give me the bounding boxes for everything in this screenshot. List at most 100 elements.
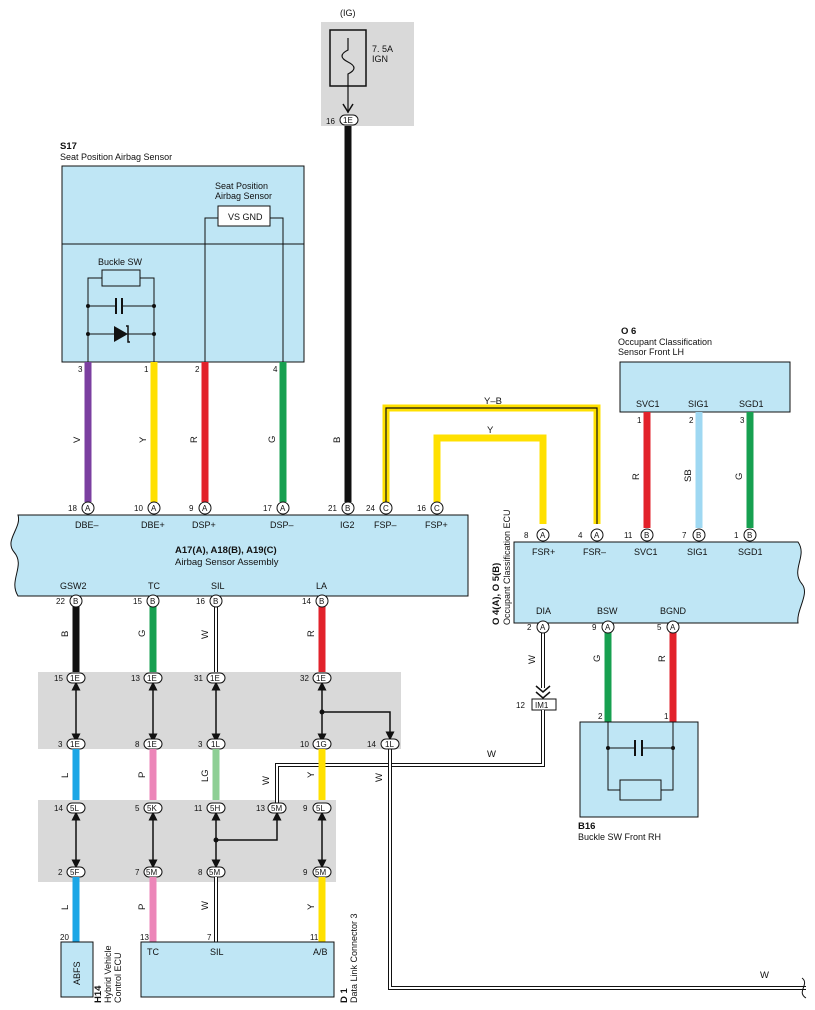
terminal-connector [379, 501, 393, 515]
terminal-pin: 8 [524, 531, 529, 540]
junction-pin: 11 [194, 804, 203, 813]
terminal-connector-label: B [345, 504, 350, 513]
occ-bottom-terminal: 2 A [527, 620, 550, 634]
s17-pin: 1 [144, 365, 149, 374]
s17-pin: 4 [273, 365, 278, 374]
terminal-name: FSR– [583, 547, 606, 557]
junction-connector-label: 1E [70, 740, 80, 749]
d1-terminal-name: SIL [210, 947, 224, 957]
fuse-element-icon [341, 38, 355, 86]
junction2-bottom-connector: 9 5M [303, 866, 332, 878]
junction-pin: 5 [135, 804, 140, 813]
node-dot [86, 332, 90, 336]
o6-terminal-name: SIG1 [688, 399, 709, 409]
vs-gnd-box [217, 205, 271, 227]
terminal-name: TC [148, 581, 160, 591]
terminal-connector [146, 594, 160, 608]
fuse-pin: 16 [326, 117, 335, 126]
occ-top-terminal: 11 B SVC1 [624, 528, 658, 557]
wire-color-label: W [200, 901, 211, 910]
wire-white-dia-link-fill [276, 710, 544, 806]
buckle-switch-icon [619, 779, 662, 801]
o6-box [619, 361, 791, 413]
wire-color-label: W [760, 970, 769, 981]
terminal-pin: 18 [68, 504, 77, 513]
terminal-connector [430, 501, 444, 515]
junction-block-2 [38, 800, 336, 882]
junction-connector-label: 5K [147, 804, 157, 813]
terminal-connector [81, 501, 95, 515]
terminal-connector-label: B [73, 597, 78, 606]
terminal-connector-label: B [747, 531, 752, 540]
junction1-top-connector: 13 1E [131, 672, 163, 684]
junction-connector [312, 672, 332, 684]
junction-pin: 15 [54, 674, 63, 683]
b16-box [579, 721, 699, 818]
wire-color-label: L [60, 773, 71, 778]
airbag-sensor-assembly-box [10, 514, 469, 597]
terminal-pin: 10 [134, 504, 143, 513]
wire-color-label: G [592, 655, 603, 662]
wire-yellow-fsp [433, 434, 547, 524]
airbag-bottom-terminal: 16 B [196, 594, 223, 608]
terminal-pin: 22 [56, 597, 65, 606]
terminal-name: DSP+ [192, 520, 216, 530]
d1-terminal-name: A/B [313, 947, 328, 957]
node-dot [152, 304, 156, 308]
wire-color-label: L [60, 905, 71, 910]
junction-pin: 31 [194, 674, 203, 683]
s17-title: Seat Position Airbag Sensor [60, 152, 172, 162]
junction2-top-connector: 11 5H [194, 802, 226, 814]
junction-connector-label: 1E [147, 740, 157, 749]
airbag-top-terminal: 21 B IG2 [328, 501, 355, 530]
junction-pin: 8 [135, 740, 140, 749]
wire-color-label: R [306, 630, 317, 637]
wire-break-icon [801, 977, 807, 999]
b16-internal-wire [607, 748, 620, 791]
terminal-connector-label: A [151, 504, 157, 513]
wire-color-label: P [137, 904, 148, 910]
wire-color-label: P [137, 772, 148, 778]
terminal-connector-label: B [696, 531, 701, 540]
s17-internal-wire-a [204, 217, 218, 362]
zener-diode-bar [126, 325, 130, 343]
wire-color-label: R [631, 473, 642, 480]
junction-connector-label: 5L [316, 804, 325, 813]
junction-block-1 [38, 672, 401, 749]
occ-top-terminal: 1 B SGD1 [734, 528, 763, 557]
terminal-pin: 16 [196, 597, 205, 606]
s17-internal-wire-b [270, 217, 284, 362]
b16-pin: 1 [664, 712, 669, 721]
terminal-connector-label: A [605, 623, 611, 632]
junction-pin: 9 [303, 868, 308, 877]
junction-connector [206, 802, 226, 814]
junction-pin: 13 [256, 804, 265, 813]
airbag-top-terminal: 9 A DSP+ [189, 501, 216, 530]
terminal-connector [666, 620, 680, 634]
junction-pin: 14 [54, 804, 63, 813]
wire-color-label: Y [306, 771, 317, 778]
d1-pin: 7 [207, 933, 212, 942]
junction-pin: 7 [135, 868, 140, 877]
junction-pin: 9 [303, 804, 308, 813]
terminal-connector [590, 528, 604, 542]
occupant-classification-ecu-box [513, 541, 805, 624]
junction-connector-label: 1E [70, 674, 80, 683]
junction-branch [216, 811, 282, 841]
terminal-name: DIA [536, 606, 551, 616]
junction1-bottom-connector: 10 1G [300, 738, 332, 750]
zener-diode-icon [114, 326, 128, 342]
terminal-pin: 5 [657, 623, 662, 632]
wire-yellow-black-stripe [385, 407, 598, 524]
occ-bottom-terminal: 9 A [592, 620, 615, 634]
terminal-connector [640, 528, 654, 542]
b16-code: B16 [578, 821, 595, 832]
junction-connector-label: 1L [385, 740, 394, 749]
terminal-pin: 16 [417, 504, 426, 513]
im1-label: IM1 [535, 701, 549, 710]
o6-terminal-name: SGD1 [739, 399, 764, 409]
d1-code: D 1 [339, 988, 350, 1004]
wire-color-label: V [72, 436, 83, 443]
wire-color-label: LG [200, 769, 211, 782]
